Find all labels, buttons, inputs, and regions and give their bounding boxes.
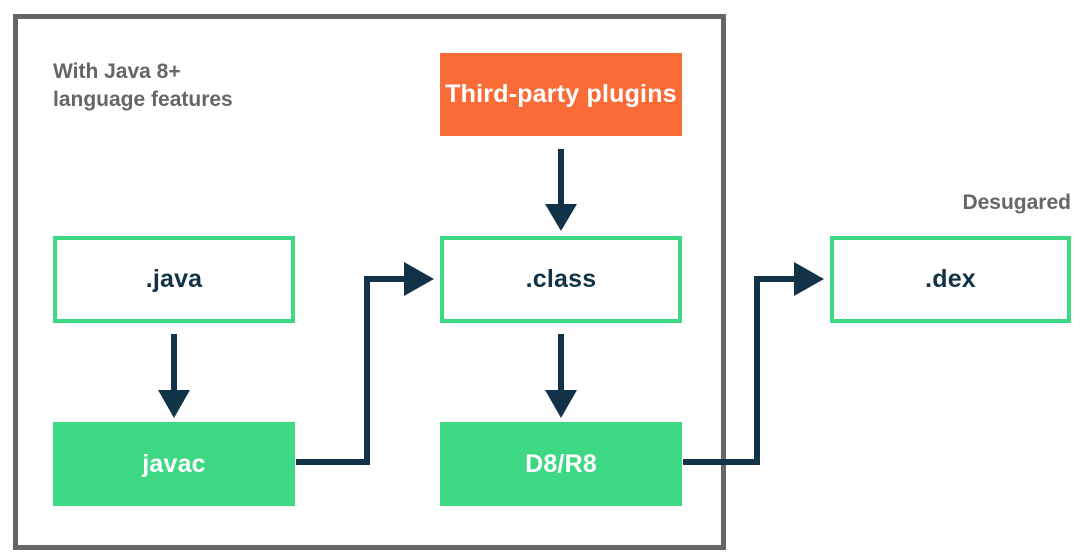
label-desugared: Desugared (962, 191, 1071, 214)
node-java-source[interactable]: .java (53, 236, 295, 323)
node-dex-file[interactable]: .dex (830, 236, 1071, 323)
node-third-party-plugins[interactable]: Third-party plugins (440, 53, 682, 136)
node-d8-r8-compiler[interactable]: D8/R8 (440, 422, 682, 506)
node-class-file[interactable]: .class (440, 236, 682, 323)
group-caption-java8-language-features: With Java 8+ language features (53, 60, 233, 111)
node-javac-compiler[interactable]: javac (53, 422, 295, 506)
